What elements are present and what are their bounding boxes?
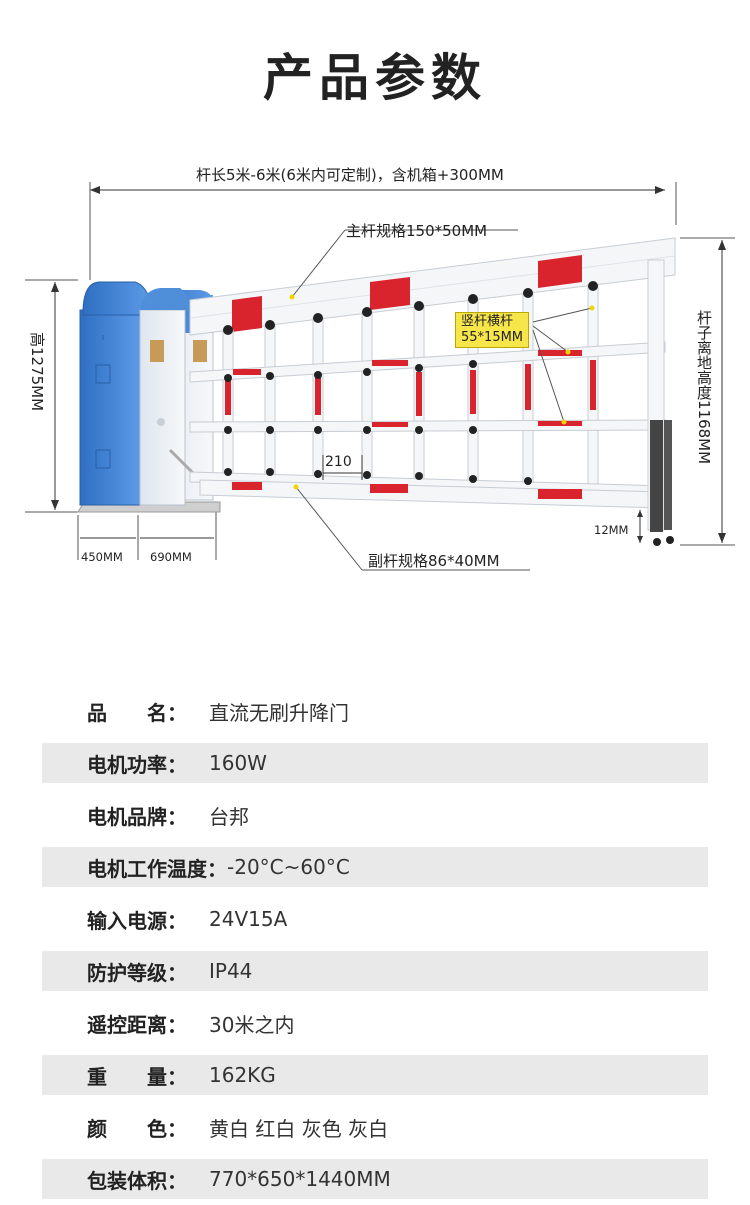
spec-value: 黄白 红白 灰色 灰白 [209,1116,389,1141]
spec-key: 输入电源： [87,908,187,933]
spec-row: 电机工作温度： -20°C~60°C [42,847,708,887]
vertical-bar-callout: 竖杆横杆 55*15MM [455,312,530,348]
spec-value: IP44 [209,959,253,983]
cabinet-depth-label: 450MM [81,550,123,564]
spec-table: 品 名： 直流无刷升降门 电机功率： 160W 电机品牌： 台邦 电机工作温度：… [42,685,708,1205]
spec-key: 电机工作温度： [87,856,227,881]
spec-row: 品 名： 直流无刷升降门 [42,685,708,737]
spec-key: 颜 色： [87,1116,187,1141]
ground-gap-label: 12MM [594,523,629,537]
vertical-bar-label-2: 55*15MM [461,330,524,345]
spec-value: 台邦 [209,804,249,829]
spec-row: 遥控距离： 30米之内 [42,997,708,1049]
spec-key: 防护等级： [87,960,187,985]
spec-row: 防护等级： IP44 [42,951,708,991]
base-width-label: 690MM [150,550,192,564]
spec-row: 电机品牌： 台邦 [42,789,708,841]
spec-row: 输入电源： 24V15A [42,893,708,945]
spec-value: 30米之内 [209,1012,295,1037]
spacing-label: 210 [325,454,352,470]
spec-value: 直流无刷升降门 [209,700,349,725]
barrier-gate-diagram: 杆长5米-6米(6米内可定制)，含机箱+300MM 主杆规格150*50MM 竖… [0,150,750,590]
vertical-bar-label-1: 竖杆横杆 [461,314,514,329]
pole-height-label: 杆子离地高度1168MM [695,310,713,465]
spec-row: 颜 色： 黄白 红白 灰色 灰白 [42,1101,708,1153]
spec-key: 品 名： [87,700,187,725]
page-title: 产品参数 [263,49,487,107]
spec-value: 162KG [209,1063,276,1087]
cabinet-height-label: 高1275MM [28,332,46,412]
spec-value: 24V15A [209,907,288,931]
spec-row: 重 量： 162KG [42,1055,708,1095]
spec-key: 包装体积： [87,1168,187,1193]
spec-key: 电机功率： [87,752,187,777]
spec-key: 重 量： [87,1064,187,1089]
spec-row: 电机功率： 160W [42,743,708,783]
barrier-gate-drawing [25,182,735,571]
spec-row: 包装体积： 770*650*1440MM [42,1159,708,1199]
total-length-label: 杆长5米-6米(6米内可定制)，含机箱+300MM [196,166,504,184]
main-pole-label: 主杆规格150*50MM [346,222,488,240]
spec-value: 160W [209,751,267,775]
sub-pole-label: 副杆规格86*40MM [368,552,500,570]
spec-value: 770*650*1440MM [209,1167,391,1191]
spec-key: 电机品牌： [87,804,187,829]
spec-value: -20°C~60°C [227,855,350,879]
spec-key: 遥控距离： [87,1012,187,1037]
